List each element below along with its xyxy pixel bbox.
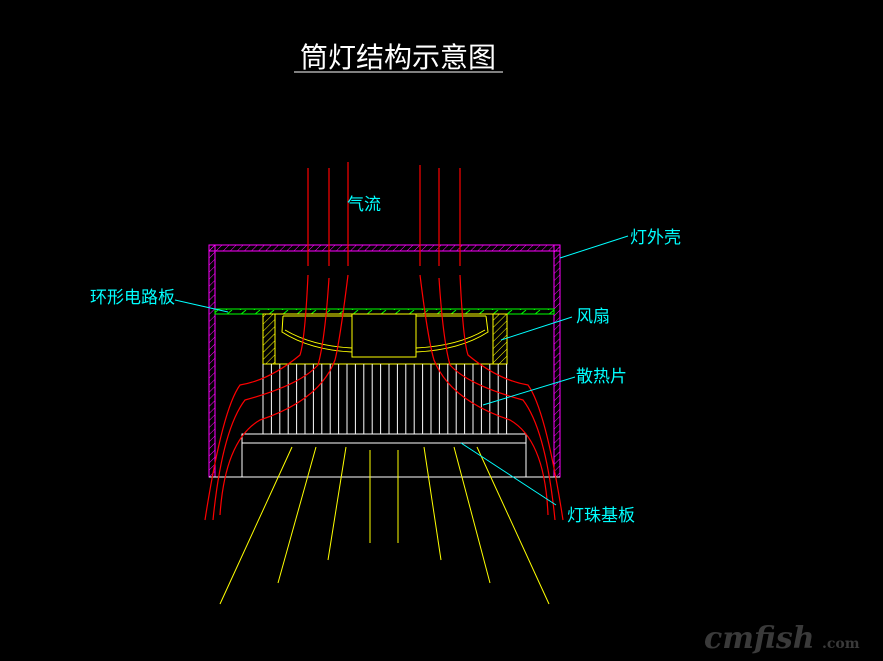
label-housing: 灯外壳 <box>630 228 681 248</box>
airflow-lines <box>204 162 564 521</box>
label-fan: 风扇 <box>576 307 610 327</box>
ring-circuit-board <box>214 308 555 315</box>
light-rays <box>219 446 550 605</box>
light-ray <box>327 446 347 561</box>
light-ray <box>219 446 293 605</box>
led-substrate <box>241 433 527 478</box>
light-ray <box>453 446 491 584</box>
label-ring-circuit-board: 环形电路板 <box>90 288 175 308</box>
light-ray <box>423 446 442 561</box>
light-ray <box>476 446 550 605</box>
label-led-substrate: 灯珠基板 <box>567 506 635 526</box>
watermark: cmfish <box>704 621 815 656</box>
heatsink <box>262 364 508 434</box>
leader-lines <box>174 235 629 506</box>
diagram-title: 筒灯结构示意图 <box>300 41 496 74</box>
label-airflow: 气流 <box>347 195 381 215</box>
light-ray <box>277 446 317 584</box>
watermark-suffix: .com <box>822 636 860 652</box>
label-heatsink: 散热片 <box>576 367 627 387</box>
